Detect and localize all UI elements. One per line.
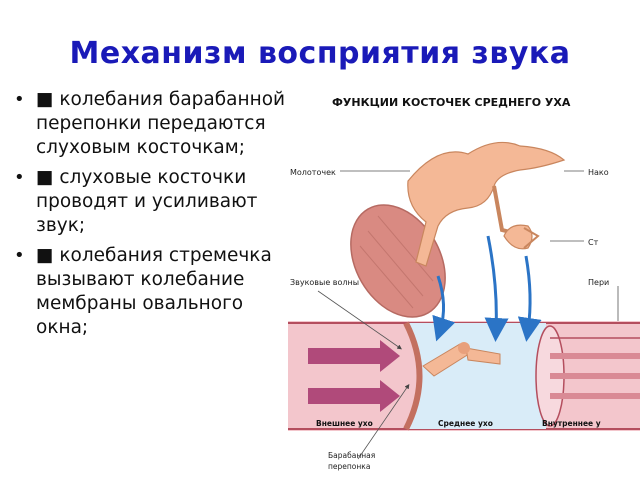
label-inner-ear: Внутреннее у: [542, 419, 601, 428]
bullet-marker: •: [14, 89, 25, 110]
tympanic-membrane: [403, 321, 423, 431]
bullet-list: • ■ колебания барабанной перепонки перед…: [14, 88, 294, 346]
bullet-item: • ■ слуховые косточки проводят и усилива…: [14, 166, 294, 238]
incus-bone: [467, 141, 566, 187]
ear-ossicles-figure: ФУНКЦИИ КОСТОЧЕК СРЕДНЕГО УХА: [288, 86, 640, 480]
label-malleus: Молоточек: [290, 168, 336, 177]
bullet-item: • ■ колебания барабанной перепонки перед…: [14, 88, 294, 160]
inner-ear-coils: [535, 325, 640, 427]
label-eardrum-1: Барабанная: [328, 451, 375, 460]
label-incus: Нако: [588, 168, 609, 177]
label-stapes: Ст: [588, 238, 599, 247]
transmission-arrows: [432, 235, 542, 342]
label-perilymph: Пери: [588, 278, 609, 287]
figure-heading: ФУНКЦИИ КОСТОЧЕК СРЕДНЕГО УХА: [332, 96, 571, 109]
bullet-marker: •: [14, 167, 25, 188]
sound-wave-arrows: [308, 340, 400, 412]
label-pointers: [317, 170, 619, 460]
bullet-text: ■ слуховые косточки проводят и усиливают…: [36, 167, 258, 236]
label-outer-ear: Внешнее ухо: [316, 419, 373, 428]
ossicles-upper: [407, 141, 566, 267]
stapes-bone: [503, 224, 533, 250]
slide-title: Механизм восприятия звука: [69, 36, 571, 71]
ear-diagram: ФУНКЦИИ КОСТОЧЕК СРЕДНЕГО УХА: [288, 96, 640, 471]
label-middle-ear: Среднее ухо: [438, 419, 493, 428]
bullet-text: ■ колебания стремечка вызывают колебание…: [36, 245, 272, 338]
bullet-marker: •: [14, 245, 25, 266]
malleus-bone: [407, 151, 496, 267]
bullet-item: • ■ колебания стремечка вызывают колебан…: [14, 244, 294, 340]
bullet-text: ■ колебания барабанной перепонки передаю…: [36, 89, 286, 158]
label-eardrum-2: перепонка: [328, 462, 370, 471]
ossicle-chain-lower: [422, 342, 501, 377]
middle-ear-chamber: [406, 323, 546, 429]
label-sound-waves: Звуковые волны: [290, 278, 359, 287]
